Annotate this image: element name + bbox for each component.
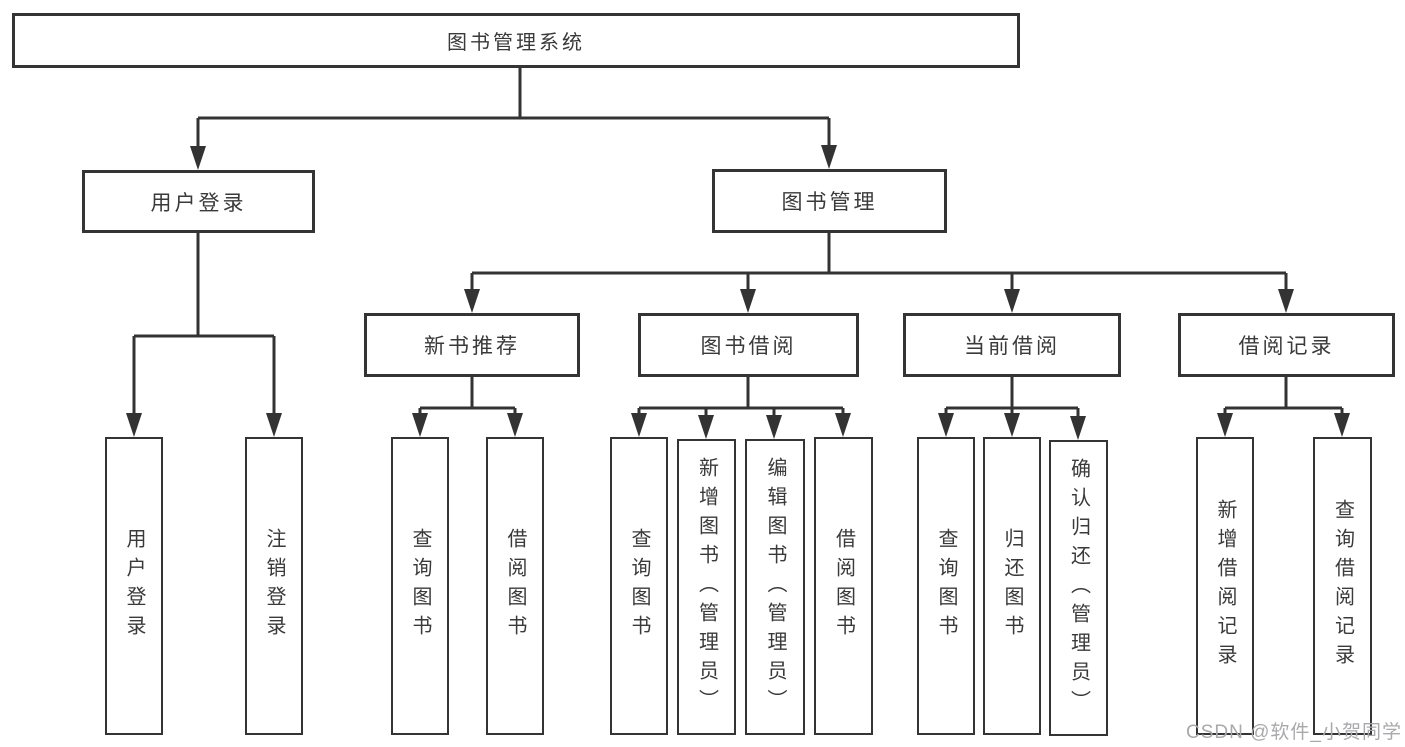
leaf-label: 查询借阅记录 [1331,499,1354,673]
node-label: 图书借阅 [700,335,797,358]
node-book-management-branch: 图书管理 [712,169,947,233]
leaf-label: 借阅图书 [504,528,526,644]
leaf-label: 查询图书 [628,528,650,644]
leaf-confirm-return-admin: 确认归还（管理员） [1049,440,1108,736]
node-library-management-system: 图书管理系统 [12,13,1020,68]
leaf-add-book-admin: 新增图书（管理员） [677,439,736,735]
leaf-label: 新增借阅记录 [1214,499,1236,673]
leaf-label: 注销登录 [263,528,285,644]
node-label: 图书管理系统 [447,32,585,54]
leaf-label: 查询图书 [935,528,957,644]
leaf-borrow-books-recommend: 借阅图书 [486,437,544,735]
node-book-borrowing: 图书借阅 [638,313,859,377]
leaf-return-books: 归还图书 [983,437,1041,735]
node-label: 借阅记录 [1238,335,1335,358]
leaf-label: 借阅图书 [832,528,855,644]
csdn-watermark: CSDN @软件_小贺同学 [1186,722,1402,743]
node-user-login-branch: 用户登录 [82,170,315,233]
leaf-label: 用户登录 [123,528,145,644]
node-label: 用户登录 [150,191,247,215]
node-new-book-recommendation: 新书推荐 [364,313,580,377]
leaf-query-books-current: 查询图书 [917,437,975,735]
leaf-query-books-borrowing: 查询图书 [610,437,668,735]
leaf-borrow-books-borrowing: 借阅图书 [814,437,873,735]
node-label: 新书推荐 [424,335,520,358]
leaf-logout: 注销登录 [245,437,303,735]
leaf-label: 编辑图书（管理员） [764,456,786,718]
leaf-label: 确认归还（管理员） [1067,457,1090,719]
leaf-query-borrow-record: 查询借阅记录 [1313,437,1372,735]
node-borrowing-records: 借阅记录 [1178,313,1395,377]
leaf-label: 归还图书 [1001,528,1023,644]
node-current-borrowing: 当前借阅 [903,313,1121,377]
leaf-edit-book-admin: 编辑图书（管理员） [745,439,805,735]
leaf-add-borrow-record: 新增借阅记录 [1196,437,1254,735]
node-label: 当前借阅 [964,335,1060,358]
leaf-user-login: 用户登录 [105,437,163,735]
node-label: 图书管理 [781,191,878,214]
leaf-label: 查询图书 [409,528,431,644]
leaf-query-books-recommend: 查询图书 [391,437,449,735]
leaf-label: 新增图书（管理员） [695,456,718,718]
